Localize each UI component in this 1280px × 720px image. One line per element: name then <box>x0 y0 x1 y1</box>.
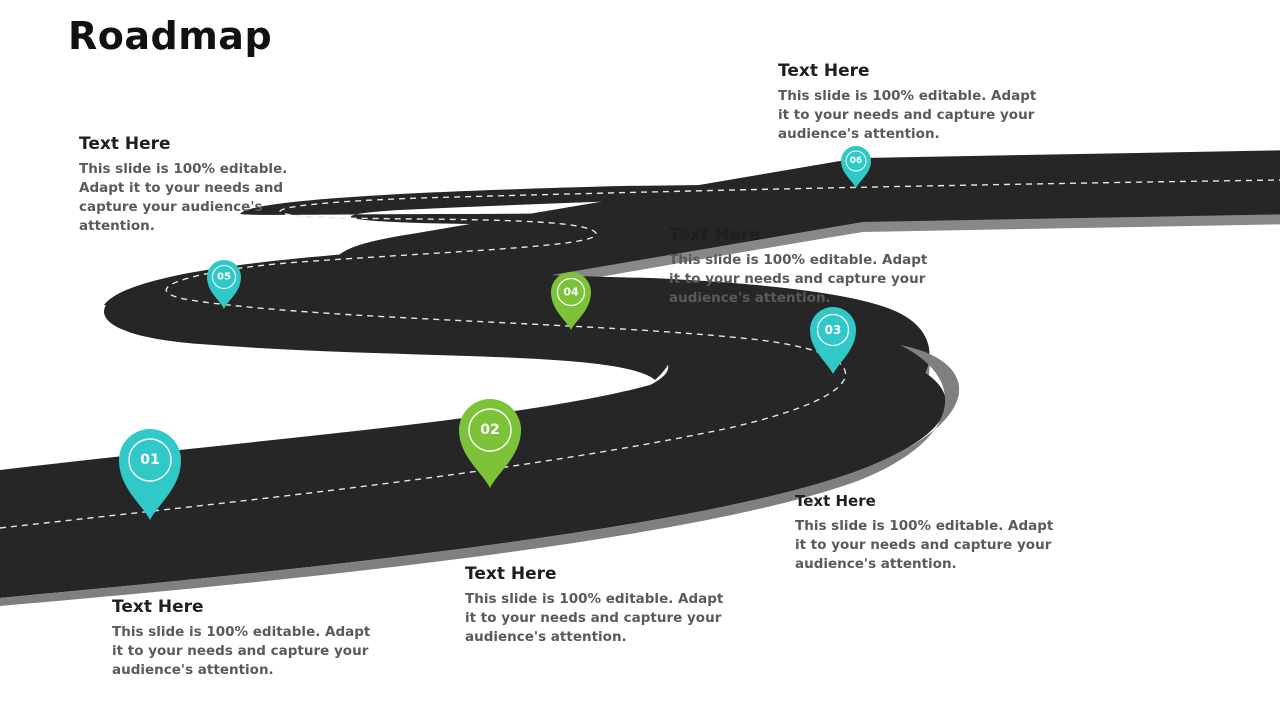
milestone-text-01: Text Here This slide is 100% editable. A… <box>112 597 372 680</box>
milestone-body: This slide is 100% editable. Adapt it to… <box>669 252 928 306</box>
pin-05-label: 05 <box>217 272 231 283</box>
milestone-text-02: Text Here This slide is 100% editable. A… <box>465 564 725 647</box>
pin-03[interactable]: 03 <box>810 307 856 374</box>
milestone-heading: Text Here <box>669 225 761 245</box>
road-shadow-lower <box>0 345 960 606</box>
pin-04-label: 04 <box>563 286 579 299</box>
pin-03-ring <box>816 313 850 347</box>
milestone-body: This slide is 100% editable. Adapt it to… <box>79 161 288 234</box>
pin-05-marker <box>207 260 241 309</box>
milestone-body: This slide is 100% editable. Adapt it to… <box>795 518 1054 572</box>
pin-02-ring <box>468 408 512 452</box>
pin-03-marker <box>810 307 856 374</box>
pin-01-label: 01 <box>140 452 159 468</box>
pin-02-marker <box>459 399 521 488</box>
pin-05[interactable]: 05 <box>207 260 241 309</box>
pin-04[interactable]: 04 <box>551 272 591 330</box>
pin-02-label: 02 <box>480 422 499 438</box>
pin-03-label: 03 <box>825 323 842 337</box>
pin-04-ring <box>556 277 586 307</box>
milestone-body: This slide is 100% editable. Adapt it to… <box>112 624 371 678</box>
pin-06-ring <box>845 150 867 172</box>
pin-02[interactable]: 02 <box>459 399 521 488</box>
milestone-body: This slide is 100% editable. Adapt it to… <box>778 88 1037 142</box>
milestone-body: This slide is 100% editable. Adapt it to… <box>465 591 724 645</box>
road-left-loop <box>104 300 672 380</box>
milestone-text-06: Text Here This slide is 100% editable. A… <box>778 61 1040 144</box>
pin-04-marker <box>551 272 591 330</box>
pin-06[interactable]: 06 <box>841 146 871 188</box>
milestone-heading: Text Here <box>465 564 557 584</box>
pin-01[interactable]: 01 <box>119 429 181 520</box>
pin-05-ring <box>211 264 237 290</box>
page-title: Roadmap <box>68 14 273 58</box>
milestone-text-04: Text Here This slide is 100% editable. A… <box>669 225 931 308</box>
road-center-dash <box>0 179 1280 529</box>
pin-06-marker <box>841 146 871 188</box>
milestone-heading: Text Here <box>79 134 171 154</box>
milestone-text-03: Text Here This slide is 100% editable. A… <box>795 491 1057 574</box>
milestone-heading: Text Here <box>778 61 870 81</box>
pin-01-marker <box>119 429 181 520</box>
pin-01-ring <box>128 438 172 482</box>
milestone-heading: Text Here <box>112 597 204 617</box>
milestone-heading: Text Here <box>795 492 876 510</box>
pin-06-label: 06 <box>850 156 863 166</box>
milestone-text-05: Text Here This slide is 100% editable. A… <box>79 134 329 236</box>
